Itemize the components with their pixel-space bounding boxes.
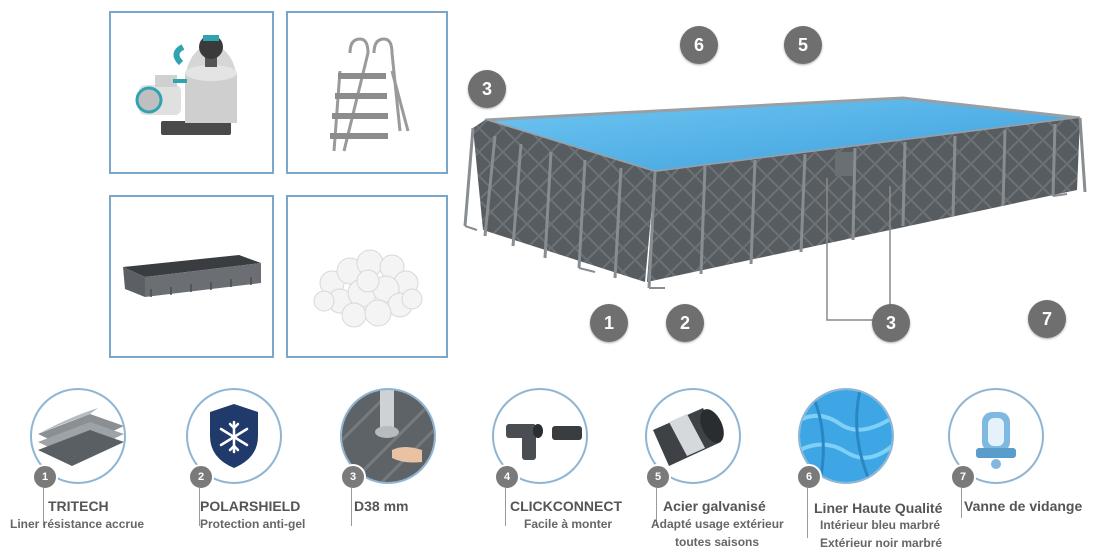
accessory-sand-filter-pump xyxy=(109,11,274,174)
feature-number: 3 xyxy=(340,464,366,490)
tritech-circle xyxy=(30,388,126,484)
marker-liner-interior: 6 xyxy=(680,26,718,64)
feature-number: 4 xyxy=(494,464,520,490)
feature-subtitle-2: Extérieur noir marbré xyxy=(820,536,943,550)
marker-galvanized-steel-top: 5 xyxy=(784,26,822,64)
feature-subtitle: Protection anti-gel xyxy=(200,517,306,531)
accessory-pool-ladder xyxy=(286,11,448,174)
brand-plate xyxy=(835,152,853,176)
accessory-pool-cover xyxy=(109,195,274,358)
feature-title: Liner Haute Qualité xyxy=(814,500,943,516)
drain-valve-circle xyxy=(948,388,1044,484)
marker-tritech-liner: 1 xyxy=(590,304,628,342)
snowflake-shield-icon xyxy=(210,404,258,468)
feature-number: 5 xyxy=(645,464,671,490)
feature-subtitle-2: toutes saisons xyxy=(675,535,760,549)
above-ground-pool-illustration xyxy=(463,96,1087,321)
accessory-filter-balls xyxy=(286,195,448,358)
layered-liner-icon xyxy=(38,408,124,466)
drain-valve-icon xyxy=(976,412,1016,469)
marker-frame-legs: 3 xyxy=(872,304,910,342)
feature-number: 2 xyxy=(188,464,214,490)
galvanized-steel-circle xyxy=(645,388,741,484)
marker-frame-top-left: 3 xyxy=(468,70,506,108)
feature-title: Vanne de vidange xyxy=(964,498,1083,514)
feature-connector xyxy=(961,488,962,518)
feature-subtitle: Liner résistance accrue xyxy=(10,517,145,531)
feature-title: POLARSHIELD xyxy=(200,498,301,514)
feature-connector xyxy=(199,488,200,526)
steel-pipe-icon xyxy=(653,408,724,466)
marker-polarshield: 2 xyxy=(666,304,704,342)
feature-number: 1 xyxy=(32,464,58,490)
feature-title: TRITECH xyxy=(48,498,109,514)
connector-joint-icon xyxy=(506,424,582,460)
feature-number: 6 xyxy=(796,464,822,490)
feature-title: D38 mm xyxy=(354,498,409,514)
feature-connector xyxy=(807,488,808,538)
feature-title: CLICKCONNECT xyxy=(510,498,622,514)
filter-balls-icon xyxy=(313,249,423,328)
marker-drain-valve: 7 xyxy=(1028,300,1066,338)
sand-filter-pump-icon xyxy=(135,35,237,135)
pool-cover-icon xyxy=(123,255,261,297)
feature-number: 7 xyxy=(950,464,976,490)
feature-subtitle: Adapté usage extérieur xyxy=(651,517,784,531)
feature-title: Acier galvanisé xyxy=(663,498,766,514)
feature-connector xyxy=(505,488,506,526)
feature-subtitle: Intérieur bleu marbré xyxy=(820,518,941,532)
feature-connector xyxy=(656,488,657,526)
frame-tube-icon xyxy=(342,390,434,482)
feature-connector xyxy=(351,488,352,526)
feature-subtitle: Facile à monter xyxy=(524,517,613,531)
feature-connector xyxy=(43,488,44,526)
pool-ladder-icon xyxy=(330,37,410,152)
